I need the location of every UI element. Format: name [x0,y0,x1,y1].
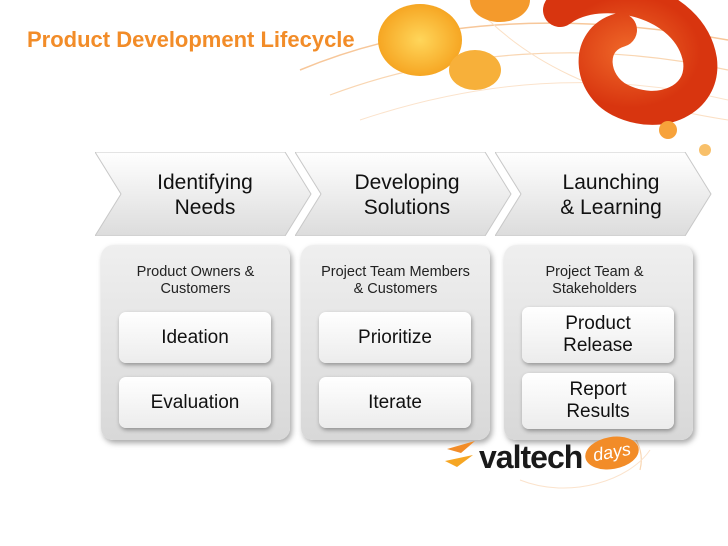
phase-panel-identifying-needs: Product Owners & Customers Ideation Eval… [101,245,290,440]
step-box-iterate: Iterate [319,377,471,428]
step-box-prioritize: Prioritize [319,312,471,363]
page-title: Product Development Lifecycle [27,27,355,53]
phase-panel-launching-learning: Project Team & Stakeholders Product Rele… [504,245,693,440]
phase-chevron-identifying-needs: Identifying Needs [95,152,313,236]
phase-title-line: Developing [327,170,487,195]
actors-line: & Customers [301,281,490,298]
phase-title-line: Launching [531,170,691,195]
actors-line: Product Owners & [101,264,290,281]
phase-title-line: & Learning [531,195,691,220]
phase-title-line: Solutions [327,195,487,220]
step-label: Release [563,335,633,357]
step-label: Results [566,401,629,423]
actors-line: Stakeholders [496,281,693,298]
phase-title-line: Needs [125,195,285,220]
step-label: Report [569,379,626,401]
actors-line: Customers [101,281,290,298]
phase-actors: Project Team Members & Customers [301,264,490,298]
step-label: Evaluation [151,392,240,414]
actors-line: Project Team & [496,264,693,281]
phase-actors: Project Team & Stakeholders [496,264,693,298]
step-box-product-release: Product Release [522,307,674,363]
logo-swoosh-icon [443,437,483,477]
phase-panel-developing-solutions: Project Team Members & Customers Priorit… [301,245,490,440]
logo-wordmark: valtech [479,439,582,476]
step-box-evaluation: Evaluation [119,377,271,428]
step-label: Ideation [161,327,229,349]
phase-chevron-developing-solutions: Developing Solutions [295,152,513,236]
valtech-days-logo: valtech days [443,437,643,477]
step-label: Product [565,313,630,335]
phase-title-line: Identifying [125,170,285,195]
step-box-report-results: Report Results [522,373,674,429]
logo-badge: days [583,433,642,474]
phase-actors: Product Owners & Customers [101,264,290,298]
step-box-ideation: Ideation [119,312,271,363]
phase-chevron-launching-learning: Launching & Learning [495,152,713,236]
step-label: Iterate [368,392,422,414]
actors-line: Project Team Members [301,264,490,281]
step-label: Prioritize [358,327,432,349]
